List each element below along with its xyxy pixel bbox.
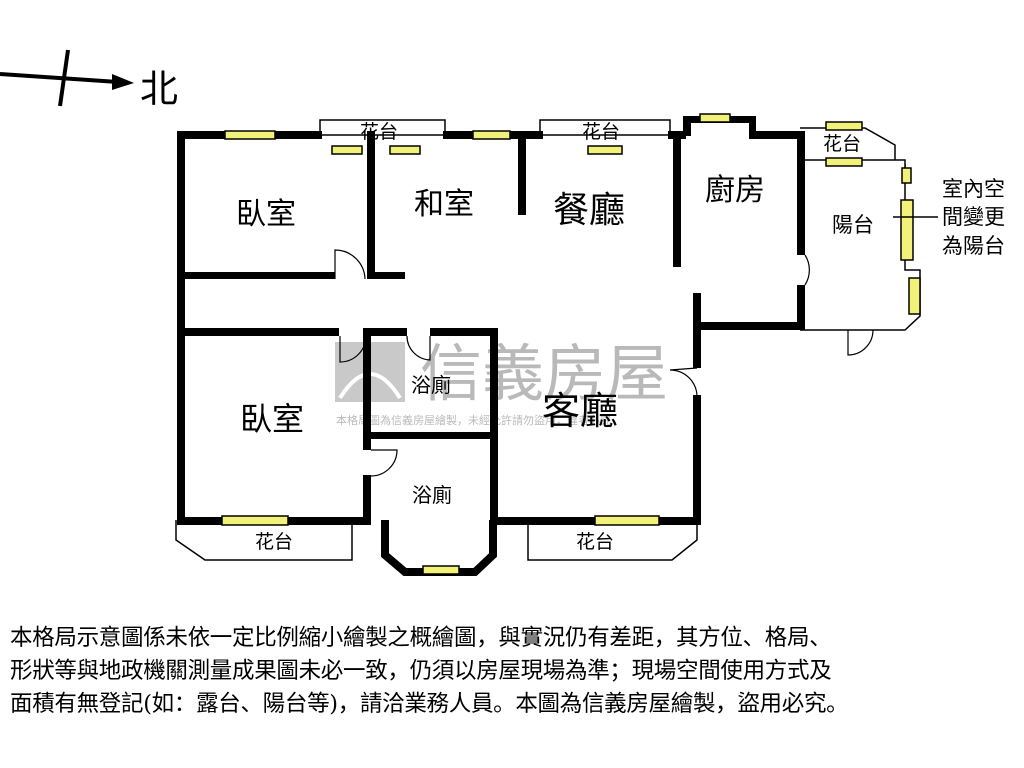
room-label-japanese-room: 和室 <box>414 187 474 222</box>
planter-label: 花台 <box>360 121 398 143</box>
window <box>908 277 921 315</box>
planters <box>175 119 921 561</box>
room-label-balcony: 陽台 <box>832 213 874 237</box>
disclaimer-line3: 面積有無登記(如：露台、陽台等)，請洽業務人員。本圖為信義房屋繪製，盜用必究。 <box>10 691 849 717</box>
room-labels: 臥室 和室 餐廳 廚房 陽台 浴廁 浴廁 臥室 客廳 花台 花台 花台 花台 花… <box>236 121 874 553</box>
window <box>825 121 863 131</box>
room-label-dining: 餐廳 <box>553 190 625 231</box>
annotation-line3: 為陽台 <box>942 234 1005 258</box>
watermark-line: 本格局圖為信義房屋繪製，未經允許請勿盜用，違者必究 <box>336 413 611 427</box>
room-label-bedroom-top: 臥室 <box>236 197 296 232</box>
north-compass: 北 <box>0 49 178 111</box>
planter-label: 花台 <box>823 133 861 155</box>
window <box>901 167 912 184</box>
arrow-icon <box>112 74 134 90</box>
annotation-line1: 室內空 <box>942 177 1005 201</box>
disclaimer-line2: 形狀等與地政機關測量成果圖未必一致，仍須以房屋現場為準；現場空間使用方式及 <box>10 658 832 684</box>
planter-label: 花台 <box>582 121 620 143</box>
north-label: 北 <box>140 67 178 111</box>
window <box>594 515 660 526</box>
window <box>472 130 511 140</box>
disclaimer: 本格局示意圖係未依一定比例縮小繪製之概繪圖，與實況仍有差距，其方位、格局、 形狀… <box>10 622 1020 721</box>
window <box>224 130 276 140</box>
room-label-living: 客廳 <box>542 389 618 433</box>
windows <box>221 113 921 575</box>
room-label-kitchen: 廚房 <box>705 173 765 208</box>
watermark: 信義房屋 本格局圖為信義房屋繪製，未經允許請勿盜用，違者必究 <box>335 337 668 427</box>
window <box>900 199 914 261</box>
annotation-line2: 間變更 <box>942 205 1005 229</box>
planter-label: 花台 <box>255 531 293 553</box>
window <box>587 145 623 155</box>
window <box>825 157 863 167</box>
balcony-annotation: 室內空 間變更 為陽台 <box>893 177 1005 258</box>
window <box>331 145 363 155</box>
disclaimer-line1: 本格局示意圖係未依一定比例縮小繪製之概繪圖，與實況仍有差距，其方位、格局、 <box>10 625 832 651</box>
room-label-bath-top: 浴廁 <box>411 373 451 397</box>
window <box>699 113 731 123</box>
window <box>389 145 421 155</box>
planter-label: 花台 <box>576 531 614 553</box>
room-label-bath-bottom: 浴廁 <box>412 483 452 507</box>
watermark-brand: 信義房屋 <box>420 337 668 410</box>
room-label-bedroom-bottom: 臥室 <box>240 400 304 438</box>
window <box>422 565 460 575</box>
window <box>221 515 289 526</box>
doors <box>334 249 874 477</box>
